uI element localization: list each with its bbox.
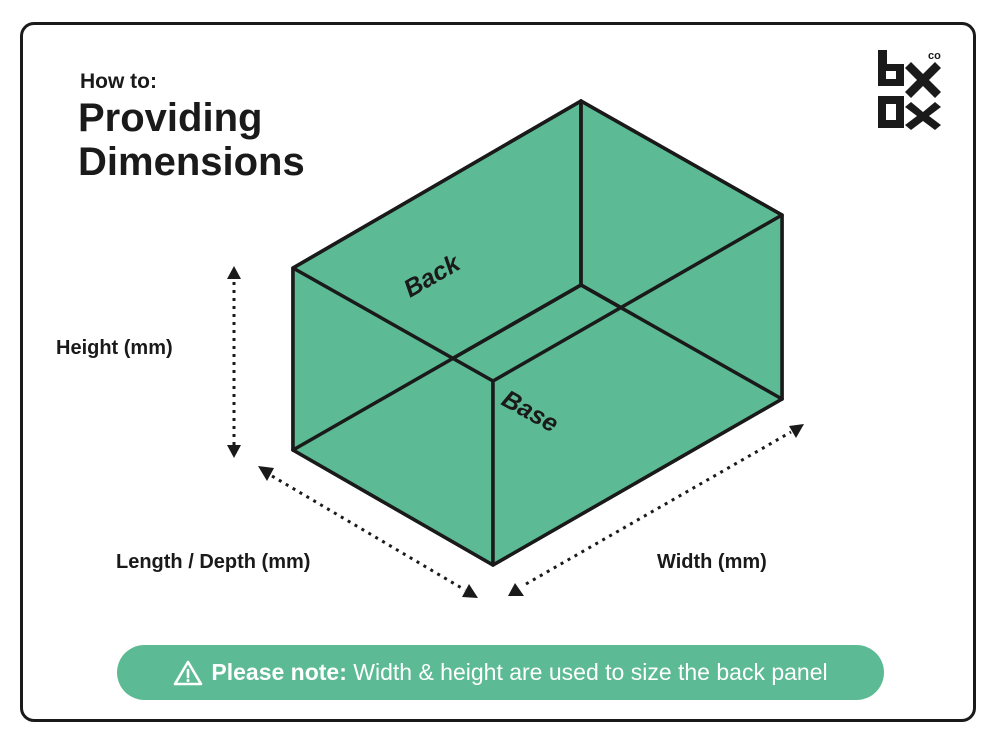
page-kicker: How to: [80, 70, 157, 93]
brand-logo: co [878, 50, 941, 130]
page-title: Providing Dimensions [78, 96, 305, 184]
note-banner: Please note: Width & height are used to … [117, 645, 884, 700]
length-depth-label: Length / Depth (mm) [116, 551, 311, 573]
note-emphasis: Please note: [211, 659, 347, 685]
svg-text:co: co [928, 50, 941, 62]
width-arrow [525, 430, 792, 586]
height-label: Height (mm) [56, 337, 173, 359]
warning-triangle-icon [174, 660, 203, 685]
width-label: Width (mm) [657, 551, 767, 573]
note-text: Width & height are used to size the back… [353, 659, 828, 685]
length-depth-arrow [271, 474, 466, 592]
